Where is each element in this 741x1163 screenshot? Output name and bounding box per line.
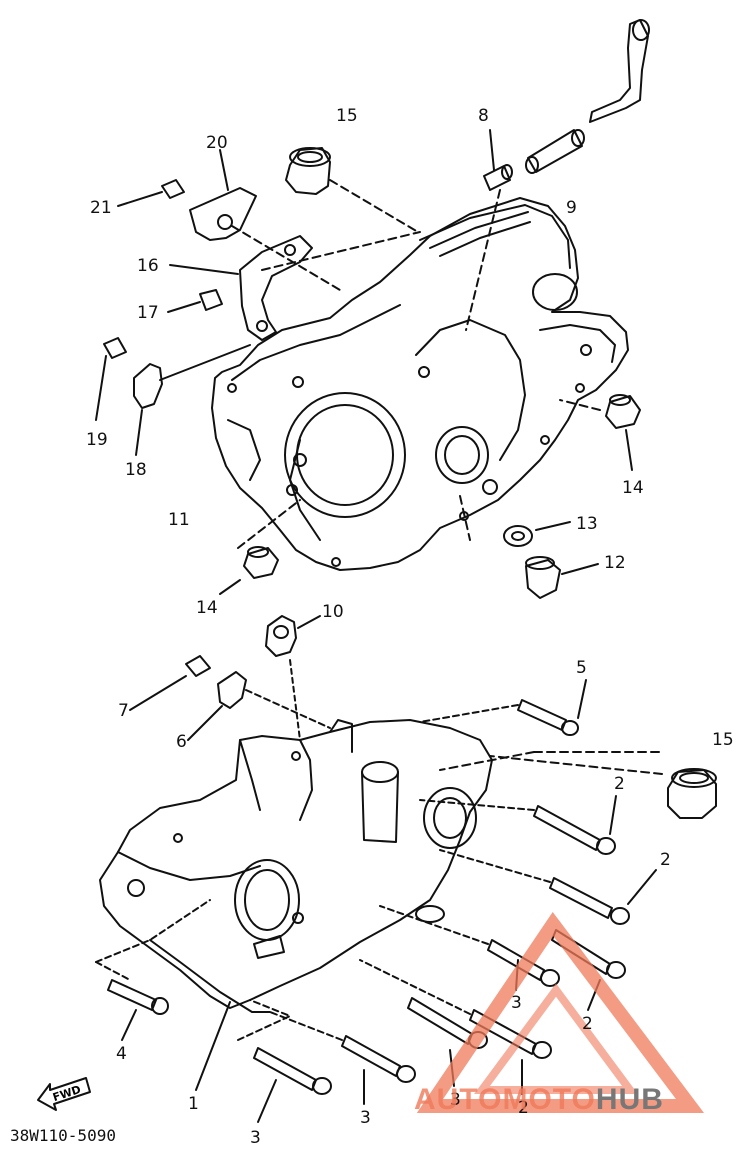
- callout-label-15b: 15: [712, 730, 734, 750]
- dowel-pin-14-left: [219, 546, 279, 595]
- stay-20: [189, 149, 257, 241]
- callout-label-1: 1: [188, 1094, 199, 1114]
- callout-label-12: 12: [604, 553, 626, 573]
- callout-label-18: 18: [125, 460, 147, 480]
- bolt-2-a: [419, 795, 617, 855]
- bolt-19: [95, 337, 127, 421]
- crankcase-left-half: [211, 197, 629, 571]
- callout-label-19: 19: [86, 430, 108, 450]
- callout-label-21: 21: [90, 198, 112, 218]
- callout-label-16: 16: [137, 256, 159, 276]
- watermark-triangle: [416, 911, 705, 1113]
- clamp-16: [169, 235, 313, 341]
- callout-label-15a: 15: [336, 106, 358, 126]
- bolt-2-b: [439, 849, 657, 925]
- watermark-hub: HUB: [595, 1083, 664, 1116]
- callout-label-20: 20: [206, 133, 228, 153]
- bolt-4: [107, 979, 169, 1041]
- callout-label-2b: 2: [660, 850, 671, 870]
- watermark-text: AUTOMOTOHUB: [414, 1083, 664, 1117]
- callout-label-10: 10: [322, 602, 344, 622]
- plate-6: [187, 671, 331, 741]
- forward-arrow-icon: FWD: [36, 1072, 92, 1120]
- callout-label-4: 4: [116, 1044, 127, 1064]
- fwd-label: FWD: [51, 1083, 82, 1104]
- watermark-moto: MOTO: [502, 1083, 596, 1116]
- clip-18: [133, 344, 251, 456]
- crankcase-right-half: [99, 719, 493, 1013]
- oil-seal-15-top: [285, 147, 331, 195]
- callout-label-3a: 3: [511, 993, 522, 1013]
- callout-label-3c: 3: [450, 1090, 461, 1110]
- callout-label-13: 13: [576, 514, 598, 534]
- callout-label-5: 5: [576, 658, 587, 678]
- watermark-triangle-inner: [474, 983, 638, 1094]
- callout-label-2d: 2: [518, 1098, 529, 1118]
- callout-label-9: 9: [566, 198, 577, 218]
- plate-10: [265, 615, 321, 741]
- breather-pipe: [525, 19, 650, 174]
- callout-label-7: 7: [118, 701, 129, 721]
- bolt-7: [129, 655, 211, 711]
- fitting-8: [483, 129, 513, 191]
- callout-label-17: 17: [137, 303, 159, 323]
- dowel-pin-14-right: [605, 394, 641, 471]
- callout-label-11: 11: [168, 510, 190, 530]
- diagram-code: 38W110-5090: [10, 1126, 116, 1145]
- callout-label-3b: 3: [360, 1108, 371, 1128]
- drain-plug-12: [525, 556, 599, 599]
- callout-label-14a: 14: [622, 478, 644, 498]
- callout-label-2a: 2: [614, 774, 625, 794]
- callout-label-14b: 14: [196, 598, 218, 618]
- watermark-auto: AUTO: [414, 1083, 503, 1116]
- callout-label-2c: 2: [582, 1014, 593, 1034]
- washer-13: [503, 521, 571, 547]
- bolt-3-d: [253, 1047, 332, 1123]
- bolt-3-b: [269, 1011, 416, 1105]
- callout-label-3d: 3: [250, 1128, 261, 1148]
- callout-label-6: 6: [176, 732, 187, 752]
- bolt-21: [117, 179, 185, 207]
- callout-label-8: 8: [478, 106, 489, 126]
- bolt-17: [167, 289, 223, 313]
- leader-lines: [95, 179, 663, 1091]
- bolt-5: [419, 679, 587, 736]
- oil-seal-15-bottom: [489, 755, 717, 819]
